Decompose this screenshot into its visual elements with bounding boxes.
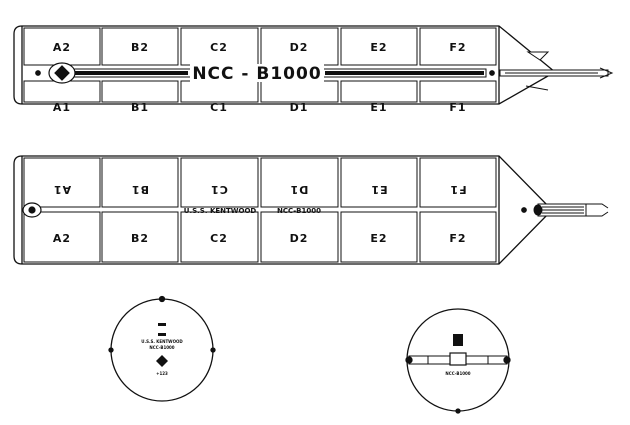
- end-view-aft: [108, 295, 216, 402]
- panel-label: F1: [449, 101, 466, 114]
- bottom-panel-a1: [23, 157, 101, 208]
- panel-label: A1: [53, 101, 71, 114]
- bottom-view: [13, 155, 609, 265]
- panel-label: E1: [370, 183, 387, 196]
- aft-hull-circle: [110, 298, 214, 402]
- top-panel-e1: [340, 80, 418, 103]
- bottom-panel-b2: [101, 211, 179, 263]
- end-view-fore-labels: NCC-B1000: [445, 371, 470, 376]
- bottom-panel-c2: [180, 211, 259, 263]
- panel-label: F1: [449, 183, 466, 196]
- top-panel-b1: [101, 80, 179, 103]
- panel-label: C2: [210, 232, 228, 245]
- bottom-panels: [23, 157, 497, 263]
- top-emblem: [48, 62, 76, 84]
- top-panel-b2: [101, 27, 179, 66]
- top-panel-a1: [23, 80, 101, 103]
- registry-marking: NCC - B1000: [192, 64, 321, 84]
- top-panels: [23, 27, 497, 103]
- bottom-panel-d2: [260, 211, 339, 263]
- panel-label: A2: [53, 232, 71, 245]
- bottom-nose-assembly: [533, 203, 609, 217]
- aft-hatch-marker: [158, 323, 166, 326]
- bottom-panel-a2: [23, 211, 101, 263]
- bottom-panel-f2: [419, 211, 497, 263]
- fore-fitting: [455, 408, 461, 414]
- panel-label: B1: [131, 183, 149, 196]
- registry-marking-small: NCC-B1000: [277, 207, 321, 215]
- bottom-panel-b1: [101, 157, 179, 208]
- panel-label: D1: [290, 101, 309, 114]
- top-view-labels: A2 B2 C2 D2 E2 F2 A1 B1 C1 D1 E1 F1 NCC …: [53, 41, 466, 114]
- aft-hatch-marker: [158, 333, 166, 336]
- panel-label: D2: [290, 232, 309, 245]
- top-panel-f2: [419, 27, 497, 66]
- top-panel-f1: [419, 80, 497, 103]
- bottom-panel-e1: [340, 157, 418, 208]
- top-panel-e2: [340, 27, 418, 66]
- top-nose-spar: [499, 51, 614, 91]
- panel-label: A1: [53, 183, 71, 196]
- ship-name-marking: U.S.S. KENTWOOD: [184, 207, 257, 215]
- top-fitting: [35, 70, 41, 76]
- aft-dock-diamond: [156, 355, 168, 367]
- bottom-view-labels: A1 B1 C1 D1 E1 F1 U.S.S. KENTWOOD NCC-B1…: [53, 183, 467, 245]
- aft-number: +123: [156, 371, 168, 376]
- aft-ship-name: U.S.S. KENTWOOD: [141, 339, 183, 344]
- panel-label: E2: [370, 232, 387, 245]
- top-panel-c1: [180, 80, 259, 103]
- panel-label: D2: [290, 41, 309, 54]
- panel-label: E1: [370, 101, 387, 114]
- fore-beam-end: [503, 356, 511, 364]
- panel-label: A2: [53, 41, 71, 54]
- bottom-dock-emblem: [22, 202, 42, 218]
- bottom-panel-e2: [340, 211, 418, 263]
- panel-label: F2: [449, 232, 466, 245]
- bottom-panel-c1: [180, 157, 259, 208]
- panel-label: D1: [290, 183, 309, 196]
- panel-label: C2: [210, 41, 228, 54]
- panel-label: E2: [370, 41, 387, 54]
- aft-fitting: [108, 347, 114, 353]
- top-fitting: [489, 70, 495, 76]
- top-panel-d1: [260, 80, 339, 103]
- aft-fitting: [210, 347, 216, 353]
- panel-label: B1: [131, 101, 149, 114]
- fore-hatch: [453, 334, 463, 346]
- panel-label: F2: [449, 41, 466, 54]
- fore-dock-module: [449, 352, 467, 366]
- aft-registry: NCC-B1000: [149, 345, 174, 350]
- fore-caption: NCC-B1000: [445, 371, 470, 376]
- panel-label: B2: [131, 41, 149, 54]
- panel-label: B2: [131, 232, 149, 245]
- aft-fitting: [158, 295, 166, 303]
- bottom-panel-d1: [260, 157, 339, 208]
- panel-label: C1: [210, 183, 228, 196]
- end-view-fore: [405, 308, 511, 414]
- panel-label: C1: [210, 101, 228, 114]
- fore-beam-end: [405, 356, 413, 364]
- bottom-panel-f1: [419, 157, 497, 208]
- bottom-fitting: [521, 207, 527, 213]
- end-view-aft-labels: U.S.S. KENTWOOD NCC-B1000 +123: [141, 339, 183, 376]
